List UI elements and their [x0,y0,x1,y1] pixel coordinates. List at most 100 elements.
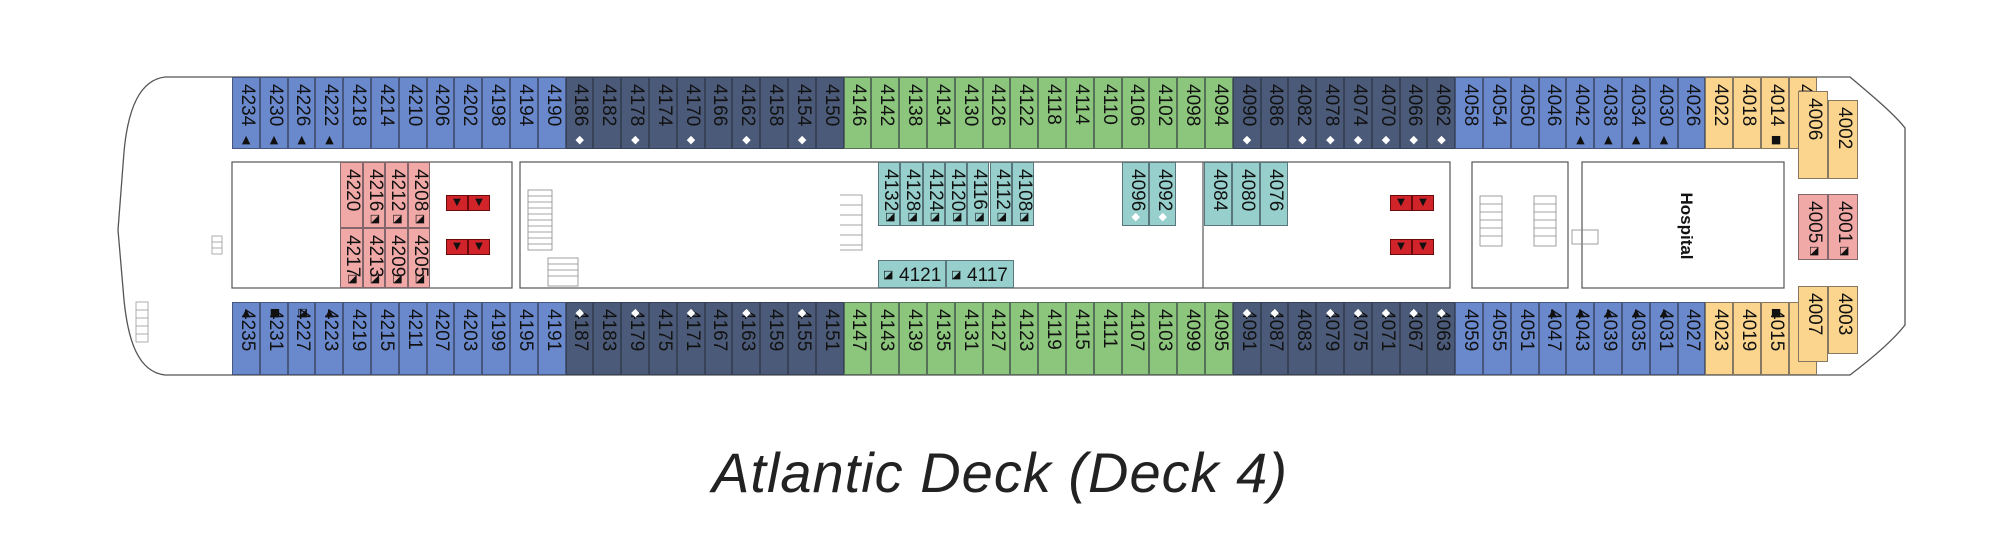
cabin-4031[interactable]: 4031▲ [1649,302,1678,375]
cabin-4102[interactable]: 4102 [1149,77,1178,149]
cabin-4054[interactable]: 4054 [1483,77,1511,149]
cabin-4002[interactable]: 4002 [1828,100,1858,179]
cabin-4175[interactable]: 4175 [649,302,677,375]
cabin-4062[interactable]: 4062◆ [1427,77,1456,149]
cabin-4026[interactable]: 4026 [1677,77,1706,149]
cabin-4223[interactable]: 4223▲ [315,302,344,375]
cabin-4103[interactable]: 4103 [1149,302,1178,375]
cabin-4131[interactable]: 4131 [954,302,983,375]
cabin-4086[interactable]: 4086 [1260,77,1289,149]
cabin-4213[interactable]: 4213◪ [362,228,386,288]
cabin-4210[interactable]: 4210 [398,77,427,149]
cabin-4151[interactable]: 4151 [815,302,844,375]
cabin-4039[interactable]: 4039▲ [1594,302,1622,375]
cabin-4007[interactable]: 4007 [1798,286,1828,362]
cabin-4080[interactable]: 4080 [1232,162,1260,226]
cabin-4207[interactable]: 4207 [426,302,455,375]
cabin-4211[interactable]: 4211 [398,302,427,375]
cabin-4035[interactable]: 4035▲ [1622,302,1650,375]
cabin-4179[interactable]: 4179◆ [621,302,649,375]
cabin-4128[interactable]: 4128◪ [900,162,923,226]
cabin-4115[interactable]: 4115 [1066,302,1094,375]
cabin-4162[interactable]: 4162◆ [732,77,761,149]
cabin-4231[interactable]: 4231■ [259,302,288,375]
cabin-4050[interactable]: 4050 [1510,77,1539,149]
cabin-4082[interactable]: 4082◆ [1288,77,1317,149]
cabin-4202[interactable]: 4202 [454,77,483,149]
cabin-4121[interactable]: 4121◪ [878,260,946,288]
cabin-4099[interactable]: 4099 [1177,302,1205,375]
cabin-4150[interactable]: 4150 [815,77,844,149]
cabin-4005[interactable]: 4005◪ [1798,194,1828,260]
cabin-4203[interactable]: 4203 [454,302,483,375]
cabin-4134[interactable]: 4134 [927,77,955,149]
cabin-4178[interactable]: 4178◆ [621,77,649,149]
cabin-4116[interactable]: 4116◪ [967,162,990,226]
cabin-4208[interactable]: 4208◪ [407,162,431,228]
cabin-4195[interactable]: 4195 [510,302,538,375]
cabin-4191[interactable]: 4191 [537,302,566,375]
cabin-4046[interactable]: 4046 [1538,77,1567,149]
cabin-4034[interactable]: 4034▲ [1622,77,1650,149]
cabin-4143[interactable]: 4143 [871,302,900,375]
cabin-4055[interactable]: 4055 [1483,302,1511,375]
cabin-4123[interactable]: 4123 [1010,302,1039,375]
cabin-4215[interactable]: 4215 [371,302,399,375]
cabin-4094[interactable]: 4094 [1205,77,1233,149]
cabin-4124[interactable]: 4124◪ [922,162,946,226]
cabin-4182[interactable]: 4182 [593,77,622,149]
cabin-4090[interactable]: 4090◆ [1232,77,1261,149]
cabin-4216[interactable]: 4216◪ [362,162,386,228]
cabin-4022[interactable]: 4022 [1705,77,1734,149]
cabin-4084[interactable]: 4084 [1204,162,1232,226]
cabin-4027[interactable]: 4027 [1677,302,1706,375]
cabin-4083[interactable]: 4083 [1288,302,1317,375]
cabin-4023[interactable]: 4023 [1705,302,1734,375]
cabin-4227[interactable]: 4227◪ [287,302,316,375]
cabin-4159[interactable]: 4159 [760,302,788,375]
cabin-4107[interactable]: 4107 [1121,302,1150,375]
cabin-4118[interactable]: 4118 [1038,77,1066,149]
cabin-4006[interactable]: 4006 [1798,91,1828,179]
cabin-4122[interactable]: 4122 [1010,77,1039,149]
cabin-4047[interactable]: 4047▲ [1538,302,1567,375]
cabin-4117[interactable]: 4117◪ [946,260,1014,288]
cabin-4183[interactable]: 4183 [593,302,622,375]
cabin-4220[interactable]: 4220 [340,162,363,228]
cabin-4076[interactable]: 4076 [1260,162,1288,226]
cabin-4135[interactable]: 4135 [927,302,955,375]
cabin-4166[interactable]: 4166 [704,77,733,149]
cabin-4043[interactable]: 4043▲ [1566,302,1595,375]
cabin-4066[interactable]: 4066◆ [1399,77,1428,149]
cabin-4226[interactable]: 4226▲ [287,77,316,149]
cabin-4119[interactable]: 4119 [1038,302,1066,375]
cabin-4218[interactable]: 4218 [343,77,371,149]
cabin-4155[interactable]: 4155◆ [788,302,816,375]
cabin-4106[interactable]: 4106 [1121,77,1150,149]
cabin-4190[interactable]: 4190 [537,77,566,149]
cabin-4138[interactable]: 4138 [899,77,927,149]
cabin-4096[interactable]: 4096◆ [1122,162,1149,226]
cabin-4079[interactable]: 4079◆ [1316,302,1344,375]
cabin-4018[interactable]: 4018 [1733,77,1761,149]
cabin-4139[interactable]: 4139 [899,302,927,375]
cabin-4019[interactable]: 4019 [1733,302,1761,375]
cabin-4126[interactable]: 4126 [982,77,1011,149]
cabin-4171[interactable]: 4171◆ [676,302,705,375]
cabin-4130[interactable]: 4130 [954,77,983,149]
cabin-4132[interactable]: 4132◪ [878,162,901,226]
cabin-4071[interactable]: 4071◆ [1371,302,1400,375]
cabin-4111[interactable]: 4111 [1093,302,1122,375]
cabin-4098[interactable]: 4098 [1177,77,1205,149]
cabin-4078[interactable]: 4078◆ [1316,77,1344,149]
cabin-4142[interactable]: 4142 [871,77,900,149]
cabin-4112[interactable]: 4112◪ [989,162,1013,226]
cabin-4063[interactable]: 4063◆ [1427,302,1456,375]
cabin-4214[interactable]: 4214 [371,77,399,149]
cabin-4127[interactable]: 4127 [982,302,1011,375]
cabin-4091[interactable]: 4091◆ [1232,302,1261,375]
cabin-4230[interactable]: 4230▲ [259,77,288,149]
cabin-4059[interactable]: 4059 [1455,302,1483,375]
cabin-4170[interactable]: 4170◆ [676,77,705,149]
cabin-4108[interactable]: 4108◪ [1011,162,1035,226]
